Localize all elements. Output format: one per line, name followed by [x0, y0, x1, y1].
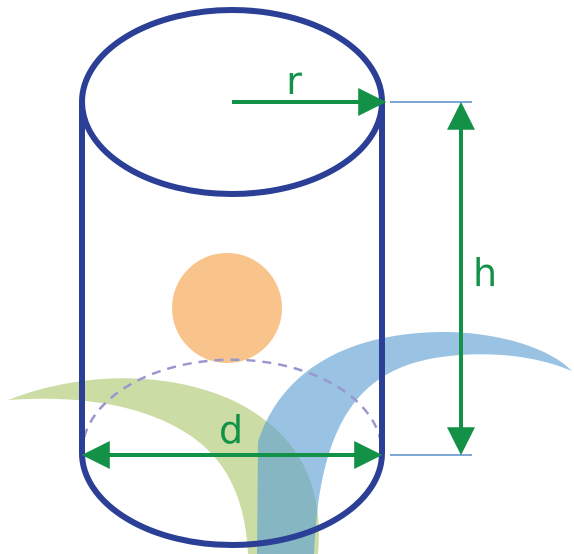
height-label: h	[473, 251, 497, 295]
cylinder-back-dashed-arc	[80, 358, 384, 454]
green-logo-shape	[8, 378, 319, 554]
blue-logo-shape	[257, 331, 572, 554]
cylinder-bottom-front-arc	[79, 452, 385, 548]
diameter-label: d	[219, 408, 243, 452]
orange-circle	[172, 253, 282, 363]
radius-label: r	[286, 59, 302, 103]
